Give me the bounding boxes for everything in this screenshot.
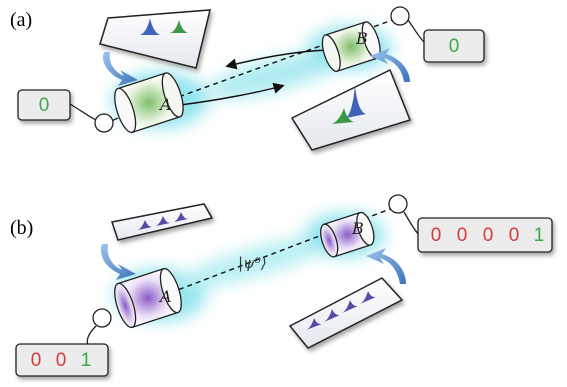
panel-b-bob-digit-3: 0 — [509, 225, 520, 246]
panel-a-alice-digit-0: 0 — [39, 95, 50, 116]
panel-a-arrow-to-bob — [179, 82, 285, 106]
panel-b-alice-digit-0: 0 — [31, 350, 42, 371]
panel-b-bob-input-card — [288, 277, 404, 349]
panel-b-bob-card-peaks — [306, 291, 376, 330]
panel-a-label: (a) — [10, 9, 32, 31]
panel-a-alice-device — [114, 72, 184, 134]
panel-b-bob-display — [417, 217, 553, 253]
panel-a-bob-cable — [407, 19, 425, 43]
panel-b-bob-digit-0: 0 — [431, 225, 442, 246]
panel-a-bob-input-arrow — [370, 48, 410, 82]
panel-a-alice-knob — [94, 113, 114, 133]
panel-a-bob-display — [423, 29, 485, 63]
panel-b-alice-display — [15, 343, 109, 377]
panel-b-alice-input-arrow — [100, 244, 136, 280]
panel-a-alice-card-peaks — [140, 18, 188, 35]
panel-b-label: (b) — [10, 217, 33, 239]
panel-a-alice-display — [17, 89, 71, 121]
panel-a-bob-device — [321, 21, 381, 73]
panel-b-bob-letter: B — [351, 219, 364, 238]
panel-b-bob-digit-2: 0 — [483, 225, 494, 246]
panel-a-bob-knob — [390, 6, 410, 26]
panel-a-alice-input-arrow — [102, 52, 138, 86]
panel-b-bob-digit-1: 0 — [457, 225, 468, 246]
panel-a-alice-input-card — [99, 9, 211, 69]
panel-a-bob-card-peaks — [332, 86, 366, 124]
panel-a-bob-letter: B — [355, 29, 368, 48]
panel-b-alice-knob — [92, 308, 112, 328]
panel-b-state-label: |ψ⁰⟩ — [238, 254, 267, 272]
panel-b-alice-digit-2: 1 — [81, 350, 92, 371]
panel-b-alice-cable — [86, 325, 97, 347]
panel-b-alice-card-peaks — [138, 212, 188, 230]
panel-b-alice-device — [114, 267, 182, 329]
panel-a-alice-wire — [69, 103, 97, 121]
panel-b-alice-letter: A — [158, 287, 172, 306]
panel-b-bob-device — [320, 211, 375, 258]
panel-b-bob-knob — [388, 194, 408, 214]
panel-b-bob-input-arrow — [366, 248, 406, 284]
panel-a-bob-digit-0: 0 — [449, 36, 460, 57]
panel-b-bob-digit-4: 1 — [534, 225, 545, 246]
panel-a-alice-letter: A — [158, 95, 172, 114]
panel-b-alice-digit-1: 0 — [56, 350, 67, 371]
